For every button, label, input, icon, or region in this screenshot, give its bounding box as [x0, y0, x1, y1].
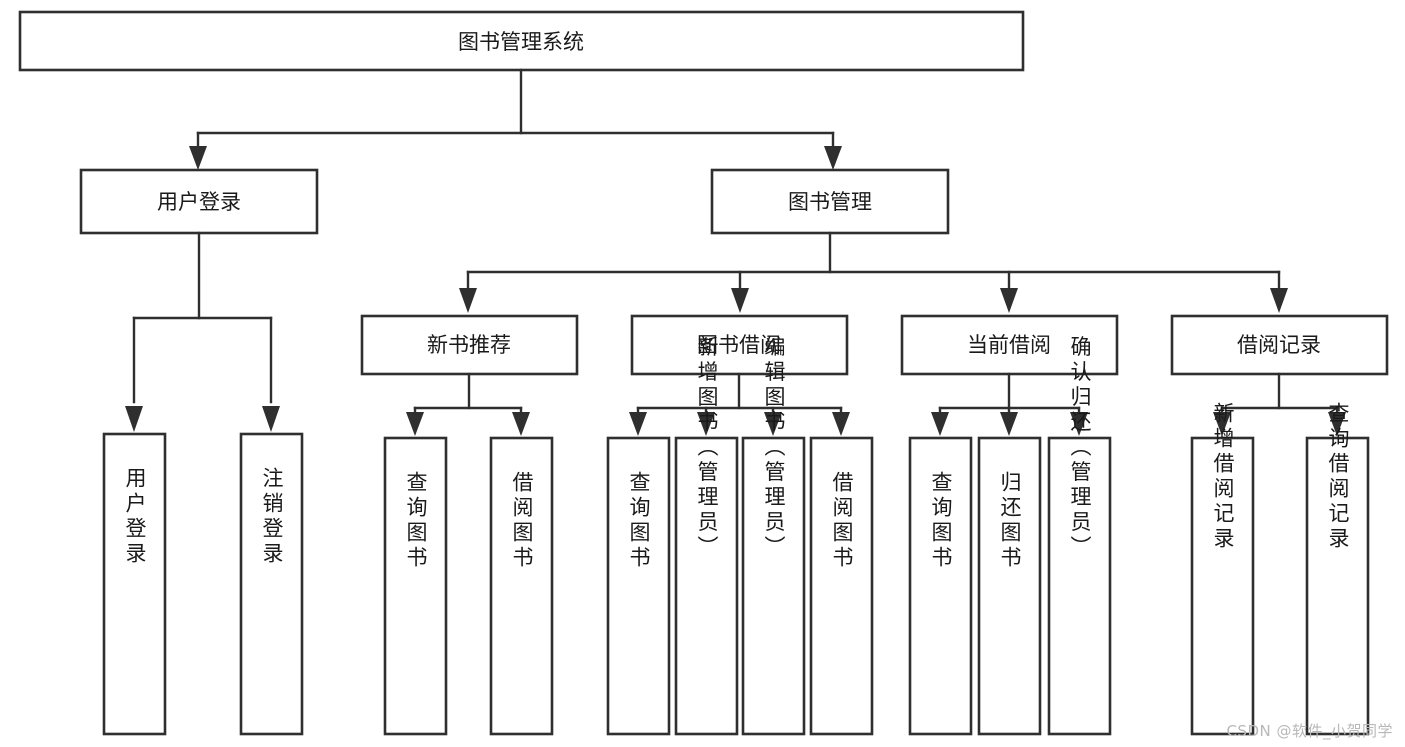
- user-login-box[interactable]: [79, 168, 319, 235]
- leaf-confirm-return-box[interactable]: [1047, 436, 1112, 736]
- node-leaf-query-book-2[interactable]: 查询图书: [606, 436, 671, 736]
- leaf-query-book-1-label: 查询图书: [404, 471, 428, 571]
- leaf-query-book-3-label: 查询图书: [929, 471, 953, 571]
- leaf-logout-login-box[interactable]: [239, 432, 304, 736]
- leaf-borrow-book-2-box[interactable]: [809, 436, 874, 736]
- new-book-recommend-box[interactable]: [360, 314, 579, 376]
- leaf-add-record-box[interactable]: [1190, 436, 1255, 736]
- node-leaf-user-login[interactable]: 用户登录: [102, 432, 167, 736]
- leaf-query-book-3-box[interactable]: [908, 436, 973, 736]
- leaf-return-book-label: 归还图书: [998, 471, 1022, 571]
- connector-new-book-recommend-to-leaves: [406, 372, 530, 436]
- leaf-logout-login-label: 注销登录: [260, 467, 284, 567]
- node-leaf-add-record[interactable]: 新增借阅记录: [1190, 402, 1255, 736]
- connector-borrow-record-to-leaves: [1213, 372, 1346, 436]
- node-leaf-logout-login[interactable]: 注销登录: [239, 432, 304, 736]
- connector-root-to-level1: [189, 68, 842, 170]
- arrow-to-leaf-query-book-2: [629, 412, 647, 436]
- leaf-query-book-2-label: 查询图书: [627, 471, 651, 571]
- arrow-to-leaf-logout-login: [262, 406, 280, 432]
- node-leaf-borrow-book-1[interactable]: 借阅图书: [489, 436, 554, 736]
- arrow-to-leaf-query-book-1: [406, 412, 424, 436]
- arrow-to-leaf-confirm-return: [1070, 412, 1088, 436]
- arrow-to-leaf-query-record: [1328, 412, 1346, 436]
- node-leaf-confirm-return[interactable]: 确认归还（管理员）: [1047, 336, 1112, 736]
- borrow-record-box[interactable]: [1170, 314, 1389, 376]
- leaf-add-book-box[interactable]: [674, 436, 739, 736]
- node-leaf-borrow-book-2[interactable]: 借阅图书: [809, 436, 874, 736]
- node-leaf-edit-book[interactable]: 编辑图书（管理员）: [741, 336, 806, 736]
- leaf-add-record-label: 新增借阅记录: [1211, 402, 1235, 552]
- leaf-confirm-return-label: 确认归还（管理员）: [1068, 336, 1092, 561]
- arrow-to-leaf-query-book-3: [931, 412, 949, 436]
- new-book-recommend-label: 新书推荐: [427, 333, 511, 357]
- node-new-book-recommend[interactable]: 新书推荐: [360, 314, 579, 376]
- arrow-to-leaf-borrow-book-2: [832, 412, 850, 436]
- connector-book-borrow-to-leaves: [629, 372, 850, 436]
- arrow-to-leaf-add-book: [697, 412, 715, 436]
- leaf-edit-book-label: 编辑图书（管理员）: [762, 336, 786, 561]
- node-user-login[interactable]: 用户登录: [79, 168, 319, 235]
- current-borrow-label: 当前借阅: [967, 333, 1051, 357]
- leaf-query-book-2-box[interactable]: [606, 436, 671, 736]
- borrow-record-label: 借阅记录: [1237, 333, 1321, 357]
- arrow-to-book-borrow: [731, 288, 749, 313]
- node-borrow-record[interactable]: 借阅记录: [1170, 314, 1389, 376]
- arrow-to-current-borrow: [1000, 288, 1018, 313]
- leaf-user-login-label: 用户登录: [123, 467, 147, 567]
- arrow-to-leaf-add-record: [1213, 412, 1231, 436]
- book-management-label: 图书管理: [788, 190, 872, 214]
- leaf-return-book-box[interactable]: [977, 436, 1042, 736]
- root-box[interactable]: [18, 10, 1025, 72]
- leaf-add-book-label: 新增图书（管理员）: [695, 336, 719, 561]
- root-label: 图书管理系统: [458, 30, 584, 54]
- arrow-to-book-management: [824, 146, 842, 170]
- node-leaf-query-book-3[interactable]: 查询图书: [908, 436, 973, 736]
- leaf-query-record-box[interactable]: [1305, 436, 1370, 736]
- node-leaf-return-book[interactable]: 归还图书: [977, 436, 1042, 736]
- book-borrow-label: 图书借阅: [697, 333, 781, 357]
- arrow-to-leaf-edit-book: [764, 412, 782, 436]
- node-book-management[interactable]: 图书管理: [710, 168, 950, 235]
- node-leaf-query-book-1[interactable]: 查询图书: [383, 436, 448, 736]
- leaf-borrow-book-1-label: 借阅图书: [510, 471, 534, 571]
- arrow-to-leaf-user-login: [125, 406, 143, 432]
- node-root[interactable]: 图书管理系统: [18, 10, 1025, 72]
- leaf-borrow-book-1-box[interactable]: [489, 436, 554, 736]
- connector-user-login-to-leaves: [125, 231, 280, 432]
- arrow-to-user-login: [189, 146, 207, 170]
- leaf-user-login-box[interactable]: [102, 432, 167, 736]
- node-book-borrow[interactable]: 图书借阅: [630, 314, 849, 376]
- arrow-to-leaf-return-book: [1000, 412, 1018, 436]
- arrow-to-borrow-record: [1270, 288, 1288, 313]
- arrow-to-leaf-borrow-book-1: [512, 412, 530, 436]
- connector-book-management-to-level2: [459, 231, 1288, 313]
- leaf-borrow-book-2-label: 借阅图书: [830, 471, 854, 571]
- leaf-query-record-label: 查询借阅记录: [1326, 402, 1350, 552]
- csdn-watermark: CSDN @软件_小贺同学: [1226, 722, 1393, 740]
- node-leaf-query-record[interactable]: 查询借阅记录: [1305, 402, 1370, 736]
- user-login-label: 用户登录: [157, 190, 241, 214]
- node-leaf-add-book[interactable]: 新增图书（管理员）: [674, 336, 739, 736]
- leaf-edit-book-box[interactable]: [741, 436, 806, 736]
- leaf-query-book-1-box[interactable]: [383, 436, 448, 736]
- connector-current-borrow-to-leaves: [931, 372, 1088, 436]
- arrow-to-new-book-recommend: [459, 288, 477, 313]
